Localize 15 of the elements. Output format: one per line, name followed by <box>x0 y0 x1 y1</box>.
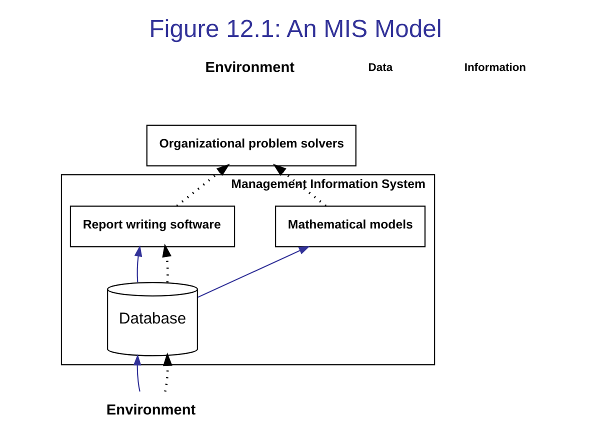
node-box: Organizational problem solvers <box>146 124 356 166</box>
arrow <box>272 164 327 207</box>
arrow <box>162 244 172 282</box>
label: Environment <box>205 60 295 76</box>
arrow <box>176 164 230 207</box>
arrow <box>162 352 172 392</box>
arrow <box>198 246 310 298</box>
node-box: Report writing software <box>70 206 236 248</box>
node-text: Environment <box>106 402 196 419</box>
diagram-title: Figure 12.1: An MIS Model <box>149 16 442 44</box>
legend-label: Information <box>464 62 526 74</box>
arrow <box>133 354 142 392</box>
arrow <box>134 245 142 282</box>
legend-label: Data <box>368 62 393 74</box>
node-box: Mathematical models <box>275 206 426 248</box>
